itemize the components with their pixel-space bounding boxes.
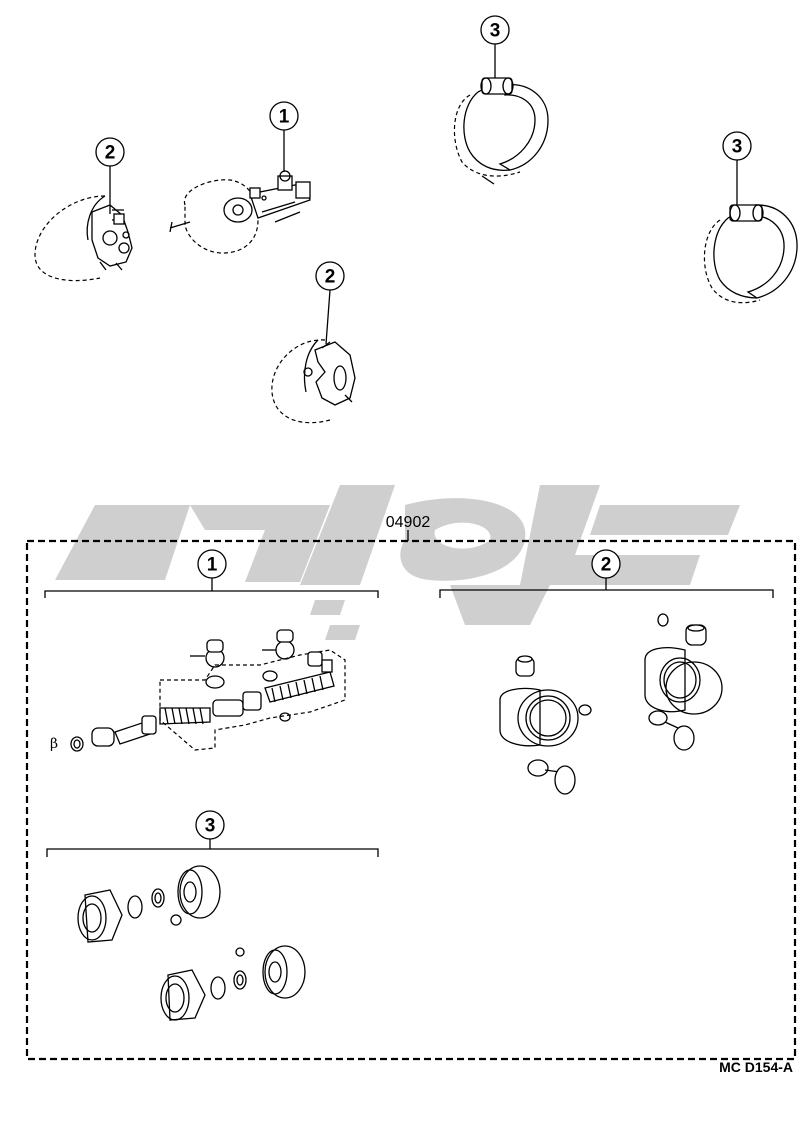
callout-label: 2 xyxy=(325,267,336,288)
rear-brake-assembly-left xyxy=(453,77,549,185)
kit-group-1-bracket: 1 xyxy=(44,549,379,598)
repair-kit-box xyxy=(25,539,797,1061)
callout-label: 1 xyxy=(279,107,290,128)
callout-rear-wheel-cylinder-right: 3 xyxy=(722,131,752,161)
master-cylinder-kit-parts: β xyxy=(50,629,346,752)
kit-number-label: 04902 xyxy=(386,514,431,531)
callout-label: 3 xyxy=(732,137,743,158)
rear-brake-assembly-right xyxy=(703,204,798,304)
leader-line xyxy=(325,289,331,345)
callout-label: 1 xyxy=(207,555,218,576)
callout-front-caliper-left: 2 xyxy=(95,137,125,167)
drawing-code-label: MC D154-A xyxy=(719,1059,793,1075)
piston-note: β xyxy=(50,736,58,752)
callout-front-caliper-right: 2 xyxy=(315,261,345,291)
callout-label: 2 xyxy=(105,143,116,164)
callout-label: 3 xyxy=(490,21,501,42)
callout-rear-wheel-cylinder-left: 3 xyxy=(480,15,510,45)
kit-group-2-bracket: 2 xyxy=(439,549,774,598)
kit-group-3-bracket: 3 xyxy=(46,810,379,857)
front-caliper-left xyxy=(34,195,133,282)
callout-label: 3 xyxy=(205,816,216,837)
caliper-kit-parts xyxy=(499,613,723,795)
front-caliper-right xyxy=(271,339,356,424)
watermark-logo xyxy=(55,485,740,640)
brake-master-cylinder xyxy=(169,170,311,254)
wheel-cylinder-kit-parts xyxy=(77,865,306,1021)
callout-master-cylinder: 1 xyxy=(269,101,299,131)
callout-label: 2 xyxy=(601,555,612,576)
